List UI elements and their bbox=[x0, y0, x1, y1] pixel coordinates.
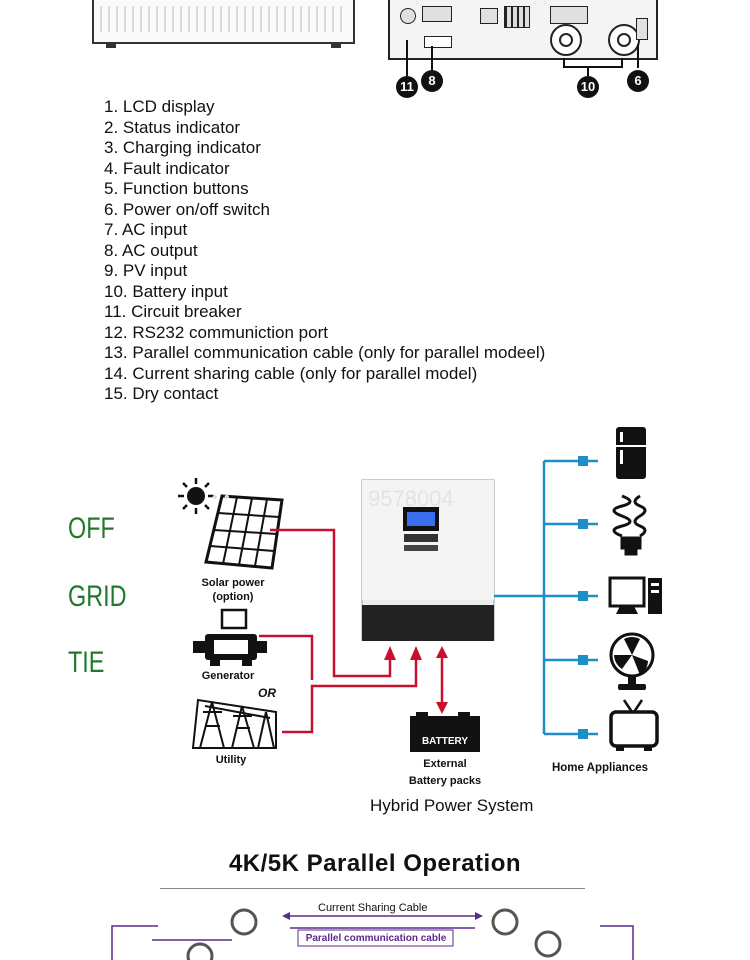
watermark-number: 9578004 bbox=[368, 486, 454, 511]
callout-line bbox=[637, 44, 639, 68]
dry-contact-terminal bbox=[504, 6, 530, 28]
feature-list: 1. LCD display 2. Status indicator 3. Ch… bbox=[104, 97, 545, 405]
generator-label: Generator bbox=[201, 670, 255, 682]
hybrid-system-caption: Hybrid Power System bbox=[370, 796, 534, 815]
list-item: 10. Battery input bbox=[104, 281, 228, 301]
off-grid-word-tie: TIE bbox=[68, 646, 105, 679]
parallel-diagram bbox=[111, 908, 634, 960]
parallel-comm-cable-label: Parallel communication cable bbox=[305, 933, 447, 944]
solar-option-label: (option) bbox=[212, 591, 254, 603]
power-lines bbox=[259, 528, 444, 734]
plug-icons bbox=[578, 456, 588, 739]
current-sharing-cable-label: Current Sharing Cable bbox=[318, 902, 428, 914]
callout-badge-11: 11 bbox=[396, 76, 418, 98]
callout-line bbox=[621, 58, 623, 68]
inverter-bottom-panel bbox=[388, 0, 658, 60]
callout-badge-6: 6 bbox=[627, 70, 649, 92]
tv-icon bbox=[609, 699, 659, 751]
fridge-icon bbox=[616, 427, 646, 479]
watermark-left: • • bbox=[212, 489, 231, 506]
device-foot bbox=[106, 42, 116, 48]
battery-label-packs: Battery packs bbox=[408, 775, 482, 787]
battery-label-external: External bbox=[423, 758, 467, 770]
vent-grille bbox=[100, 6, 347, 32]
list-item: 13. Parallel communication cable (only f… bbox=[104, 343, 546, 362]
list-item: 7. AC input bbox=[104, 220, 188, 239]
rs232-port bbox=[480, 8, 498, 24]
off-grid-word-grid: GRID bbox=[68, 580, 127, 613]
fan-icon bbox=[609, 632, 655, 690]
hybrid-inverter bbox=[361, 479, 495, 641]
list-item: 6. Power on/off switch bbox=[104, 199, 270, 219]
parallel-operation-title: 4K/5K Parallel Operation bbox=[228, 850, 522, 877]
callout-badge-8: 8 bbox=[421, 70, 443, 92]
inverter-top-view bbox=[92, 0, 355, 48]
callout-line bbox=[406, 40, 408, 76]
computer-icon bbox=[608, 576, 662, 614]
ac-input-terminal bbox=[424, 36, 452, 48]
or-label: OR bbox=[258, 686, 276, 700]
list-item: 12. RS232 communiction port bbox=[104, 322, 328, 342]
battery-input-negative bbox=[608, 24, 640, 56]
generator-icon bbox=[193, 608, 267, 666]
callout-line bbox=[587, 66, 589, 76]
off-grid-word-off: OFF bbox=[68, 512, 115, 545]
battery-icon bbox=[410, 712, 480, 752]
device-foot bbox=[331, 42, 341, 48]
list-item: 3. Charging indicator bbox=[104, 138, 261, 157]
list-item: 15. Dry contact bbox=[104, 384, 219, 403]
list-item: 5. Function buttons bbox=[104, 179, 249, 198]
sun-icon bbox=[178, 478, 214, 514]
callout-line bbox=[563, 66, 623, 68]
solar-panel-icon bbox=[204, 494, 284, 570]
list-item: 2. Status indicator bbox=[104, 117, 241, 137]
solar-power-label: Solar power bbox=[201, 577, 265, 589]
list-item: 8. AC output bbox=[104, 240, 198, 260]
ac-output-terminal bbox=[422, 6, 452, 22]
list-item: 4. Fault indicator bbox=[104, 158, 230, 178]
arrow-heads bbox=[384, 646, 448, 714]
callout-line bbox=[431, 46, 433, 70]
list-item: 11. Circuit breaker bbox=[104, 302, 242, 321]
power-switch bbox=[636, 18, 648, 40]
list-item: 14. Current sharing cable (only for para… bbox=[104, 363, 478, 383]
appliance-bus bbox=[494, 459, 598, 736]
battery-text: BATTERY bbox=[421, 736, 469, 747]
utility-tower-icon bbox=[191, 698, 277, 749]
breaker-knob bbox=[400, 8, 416, 24]
list-item: 1. LCD display bbox=[104, 97, 215, 116]
callout-badge-10: 10 bbox=[577, 76, 599, 98]
home-appliances-label: Home Appliances bbox=[551, 762, 649, 774]
callout-line bbox=[563, 58, 565, 68]
battery-input-positive bbox=[550, 24, 582, 56]
list-item: 9. PV input bbox=[104, 261, 188, 280]
pv-input-terminal bbox=[550, 6, 588, 24]
title-divider bbox=[160, 888, 585, 889]
utility-label: Utility bbox=[215, 754, 247, 766]
lightbulb-icon bbox=[612, 494, 647, 556]
